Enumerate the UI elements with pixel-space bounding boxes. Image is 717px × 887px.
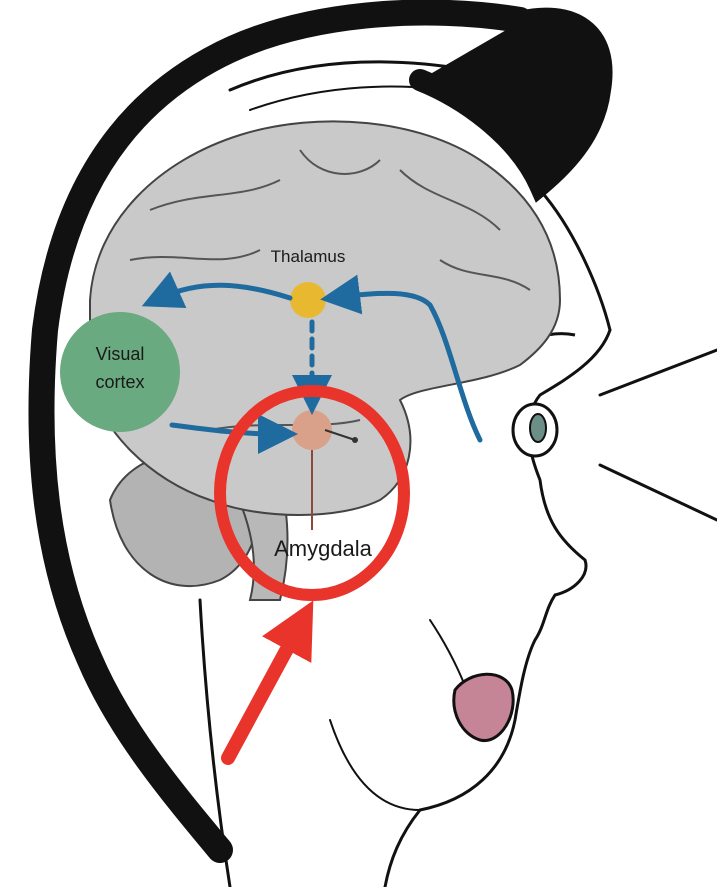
jaw-line [330,720,420,810]
thalamus-label: Thalamus [271,247,346,266]
vision-rays [600,350,717,520]
face-profile [385,330,610,887]
iris [530,414,546,442]
amygdala-label: Amygdala [274,536,373,561]
visual-cortex-label-line1: Visual [96,344,145,364]
visual-cortex-label-line2: cortex [95,372,144,392]
open-mouth [454,674,513,740]
highlight-arrow [228,625,300,758]
cerebrum [90,121,560,515]
visual-cortex: Visual cortex [60,312,180,432]
